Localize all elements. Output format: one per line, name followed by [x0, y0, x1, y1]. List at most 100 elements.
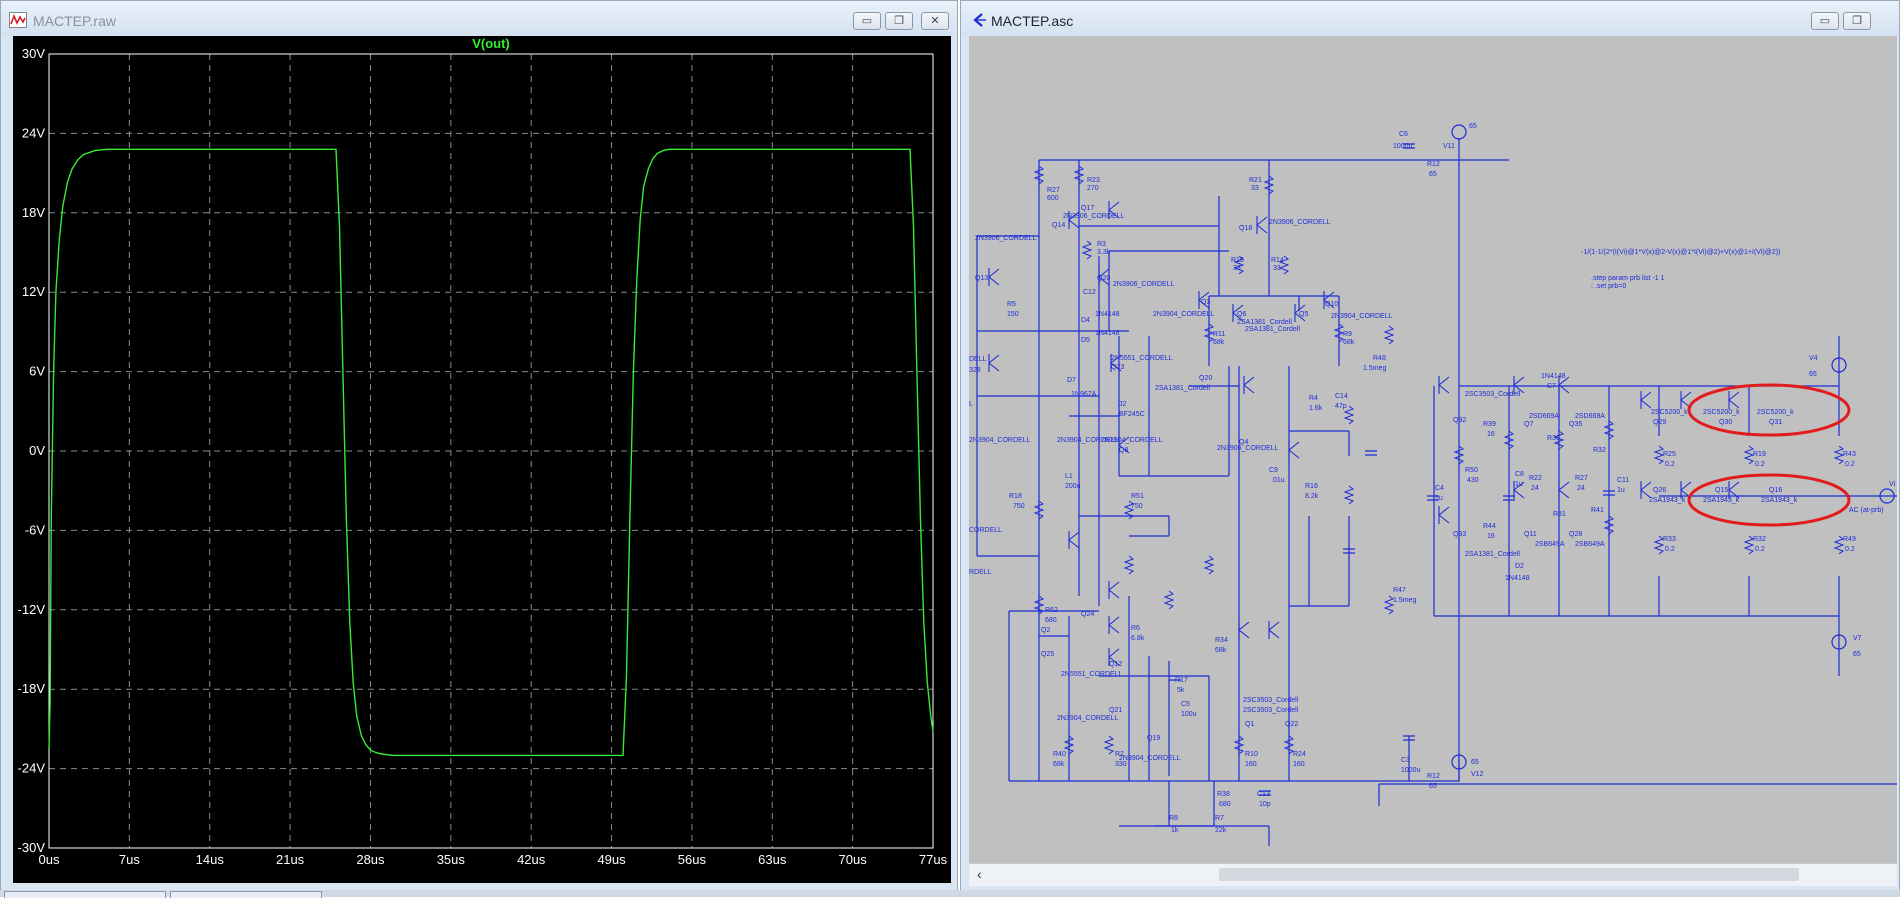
- label-q1: Q1: [1245, 721, 1254, 728]
- label-r48-value: 1.5meg: [1363, 365, 1386, 372]
- label-r16-value: 8.2k: [1305, 493, 1319, 500]
- label-edge-6: L: [969, 401, 973, 408]
- label-q12-model: 2N5551_CORDELL: [1061, 671, 1123, 678]
- label-q32-model: 2SC3503_Cordell: [1465, 391, 1521, 398]
- label-r34: R34: [1215, 637, 1228, 644]
- label-r12b-value: 65: [1429, 783, 1437, 790]
- label-c3-value: 1000u: [1401, 767, 1421, 774]
- label-c9-value: .01u: [1271, 477, 1285, 484]
- label-r6: R6: [1131, 625, 1140, 632]
- taskbar-item-2[interactable]: [170, 891, 322, 898]
- x-tick-label: 49us: [597, 852, 626, 867]
- label-r24: R24: [1293, 751, 1306, 758]
- label-q10: Q10: [1325, 301, 1338, 308]
- label-c3: C3: [1401, 757, 1410, 764]
- label-q10-model: 2N3904_CORDELL: [1331, 313, 1393, 320]
- taskbar-item-1[interactable]: [4, 891, 166, 898]
- label-edge-5: RDELL: [969, 569, 992, 576]
- label-r12a-value: 65: [1429, 171, 1437, 178]
- label-d5-model: 1N4148: [1095, 330, 1120, 337]
- label-edge-1: DELL: [969, 356, 987, 363]
- label-c4-value: 1u: [1435, 495, 1443, 502]
- label-q35-model: 2SD669A: [1575, 413, 1605, 420]
- label-r17-value: 5k: [1177, 687, 1185, 694]
- schematic-drawing[interactable]: C6 1000u 65 V11 R12 65 R27 600 R23 270 Q…: [969, 36, 1897, 863]
- label-q22-model: 2SC3503_Cordell: [1243, 707, 1299, 714]
- label-q30-model: 2SC5200_k: [1703, 409, 1740, 416]
- label-r50: R50: [1465, 467, 1478, 474]
- label-q16-model: 2SA1943_k: [1761, 497, 1798, 504]
- waveform-titlebar[interactable]: MACTEP.raw ▭ ❐ ✕: [1, 1, 957, 37]
- label-q32: Q32: [1453, 417, 1466, 424]
- label-q22: Q22: [1285, 721, 1298, 728]
- schematic-restore-button[interactable]: ❐: [1843, 12, 1871, 30]
- label-r5-value: 150: [1007, 311, 1019, 318]
- label-r62: R62: [1045, 607, 1058, 614]
- label-q33-model: 2SA1381_Cordell: [1465, 551, 1520, 558]
- spice-directive-measure[interactable]: -1/(1-1/(2*(I(Vi)@1*V(x)@2-V(x)@1*I(Vi)@…: [1581, 249, 1780, 256]
- label-q26-model: 2SA1943_k: [1649, 497, 1686, 504]
- restore-icon: ❐: [894, 15, 904, 27]
- waveform-close-button[interactable]: ✕: [921, 12, 949, 30]
- x-tick-label: 42us: [517, 852, 546, 867]
- label-r2-value: 330: [1115, 761, 1127, 768]
- waveform-minimize-button[interactable]: ▭: [853, 12, 881, 30]
- label-q11: Q11: [1524, 531, 1537, 538]
- trace-vout[interactable]: [48, 148, 934, 757]
- label-q15-model: 2SA1943_k: [1703, 497, 1740, 504]
- label-q16: Q16: [1769, 487, 1782, 494]
- label-r51: R51: [1131, 493, 1144, 500]
- label-r38-value: 680: [1219, 801, 1231, 808]
- waveform-restore-button[interactable]: ❐: [885, 12, 913, 30]
- label-q18-model: 2N3906_CORDELL: [1269, 219, 1331, 226]
- label-d7: D7: [1067, 377, 1076, 384]
- label-c11: C11: [1617, 477, 1629, 484]
- label-r40-value: 68k: [1053, 761, 1065, 768]
- label-r19-value: 0.2: [1755, 461, 1765, 468]
- label-edge-2: 328: [969, 367, 981, 374]
- label-q9-model: 2N3904_CORDELL: [1101, 437, 1163, 444]
- label-r18-value: 750: [1013, 503, 1025, 510]
- scroll-left-icon[interactable]: ‹: [977, 866, 982, 882]
- schematic-minimize-button[interactable]: ▭: [1811, 12, 1839, 30]
- label-q5: Q5: [1299, 311, 1308, 318]
- label-r7-value: 22k: [1215, 827, 1227, 834]
- label-c14: C14: [1335, 393, 1348, 400]
- label-r14: R14: [1271, 257, 1284, 264]
- label-r17: R17: [1175, 677, 1188, 684]
- label-r25-value: 0.2: [1665, 461, 1675, 468]
- label-q19: Q19: [1147, 735, 1160, 742]
- label-q1-model: 2SC3503_Cordell: [1243, 697, 1299, 704]
- label-q4: Q4: [1239, 439, 1248, 446]
- label-r15: R15: [1231, 257, 1244, 264]
- label-r33-value: 0.2: [1665, 546, 1675, 553]
- minimize-icon: ▭: [1819, 15, 1831, 27]
- label-q6: Q6: [1237, 311, 1246, 318]
- label-r27b-value: 24: [1577, 485, 1585, 492]
- scrollbar-thumb[interactable]: [1219, 868, 1799, 881]
- label-d4-model: 1N4148: [1095, 311, 1120, 318]
- label-r24-value: 160: [1293, 761, 1305, 768]
- label-v4: V4: [1809, 355, 1818, 362]
- label-v11: V11: [1443, 143, 1455, 150]
- label-r21-value: 33: [1251, 185, 1259, 192]
- label-r47: R47: [1393, 587, 1406, 594]
- schematic-canvas[interactable]: C6 1000u 65 V11 R12 65 R27 600 R23 270 Q…: [969, 36, 1897, 863]
- label-r18: R18: [1009, 493, 1022, 500]
- schematic-titlebar[interactable]: MACTEP.asc ▭ ❐: [961, 1, 1899, 37]
- schematic-horizontal-scrollbar[interactable]: ‹: [969, 863, 1897, 886]
- y-tick-label: -30V: [18, 840, 46, 855]
- trace-title[interactable]: V(out): [472, 36, 510, 51]
- y-tick-label: 6V: [29, 364, 45, 379]
- label-v12-value: 65: [1471, 759, 1479, 766]
- label-r4: R4: [1309, 395, 1318, 402]
- spice-directive-step[interactable]: .step param prb list -1 1: [1591, 275, 1665, 282]
- label-r41: R41: [1591, 507, 1604, 514]
- x-tick-label: 0us: [39, 852, 60, 867]
- label-c5: C5: [1181, 701, 1190, 708]
- label-d5: D5: [1081, 337, 1090, 344]
- spice-directive-set[interactable]: ; .set prb=0: [1591, 283, 1626, 290]
